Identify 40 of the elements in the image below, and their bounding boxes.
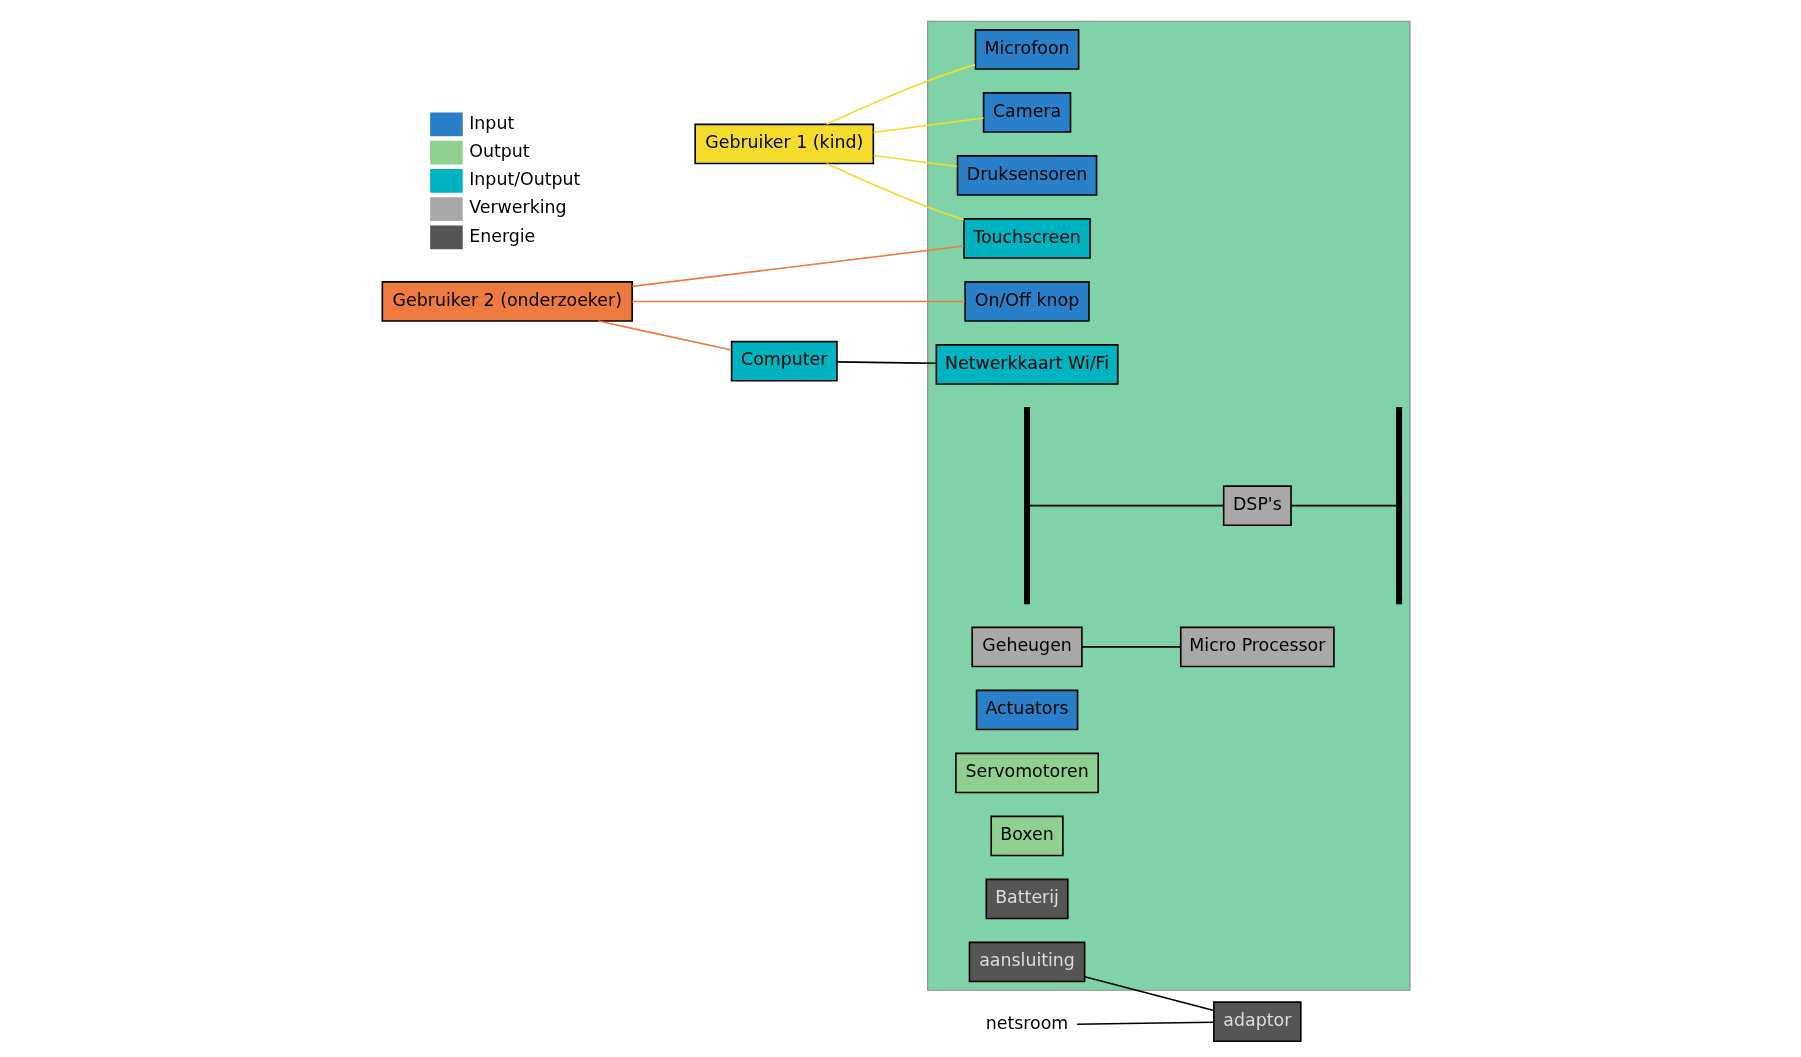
node-box: Servomotoren [955, 752, 1099, 794]
node-box: Geheugen [971, 626, 1083, 668]
node-box: On/Off knop [964, 281, 1090, 322]
node-box: Microfoon [974, 29, 1080, 70]
node-box: Netwerkkaart Wi/Fi [935, 344, 1119, 385]
connector [1076, 1021, 1215, 1026]
connector [631, 300, 966, 303]
node-bar [1396, 407, 1403, 605]
node-box: DSP's [1222, 485, 1292, 527]
node-box: Touchscreen [963, 218, 1091, 259]
connector [1084, 975, 1215, 1012]
node-box: Druksensoren [956, 155, 1098, 196]
connector [872, 154, 959, 168]
node-box: Camera [982, 92, 1072, 133]
node-box: Computer [730, 340, 838, 382]
cluster [927, 20, 1411, 991]
node-box: Micro Processor [1179, 626, 1335, 668]
legend-label: Output [469, 140, 530, 161]
node-box: Boxen [990, 815, 1064, 857]
connector [1028, 504, 1225, 507]
connector [1081, 646, 1182, 648]
connector [1290, 504, 1398, 507]
node-box: Batterij [985, 878, 1069, 920]
connector [872, 117, 985, 134]
legend-label: Energie [469, 225, 536, 246]
connector [825, 162, 965, 221]
node-box: Gebruiker 2 (onderzoeker) [381, 281, 633, 322]
connector [836, 361, 937, 365]
connector [597, 320, 733, 351]
node-box: aansluiting [968, 941, 1086, 983]
connector [631, 245, 965, 288]
node-box: Actuators [975, 689, 1079, 731]
node-text: netsroom [985, 1013, 1069, 1034]
node-box: Gebruiker 1 (kind) [694, 123, 875, 165]
legend-label: Verwerking [469, 197, 567, 218]
node-bar [1024, 407, 1031, 605]
legend-label: Input [469, 112, 515, 133]
connector [825, 63, 976, 126]
node-box: adaptor [1213, 1001, 1302, 1043]
legend-label: Input/Output [469, 169, 581, 190]
